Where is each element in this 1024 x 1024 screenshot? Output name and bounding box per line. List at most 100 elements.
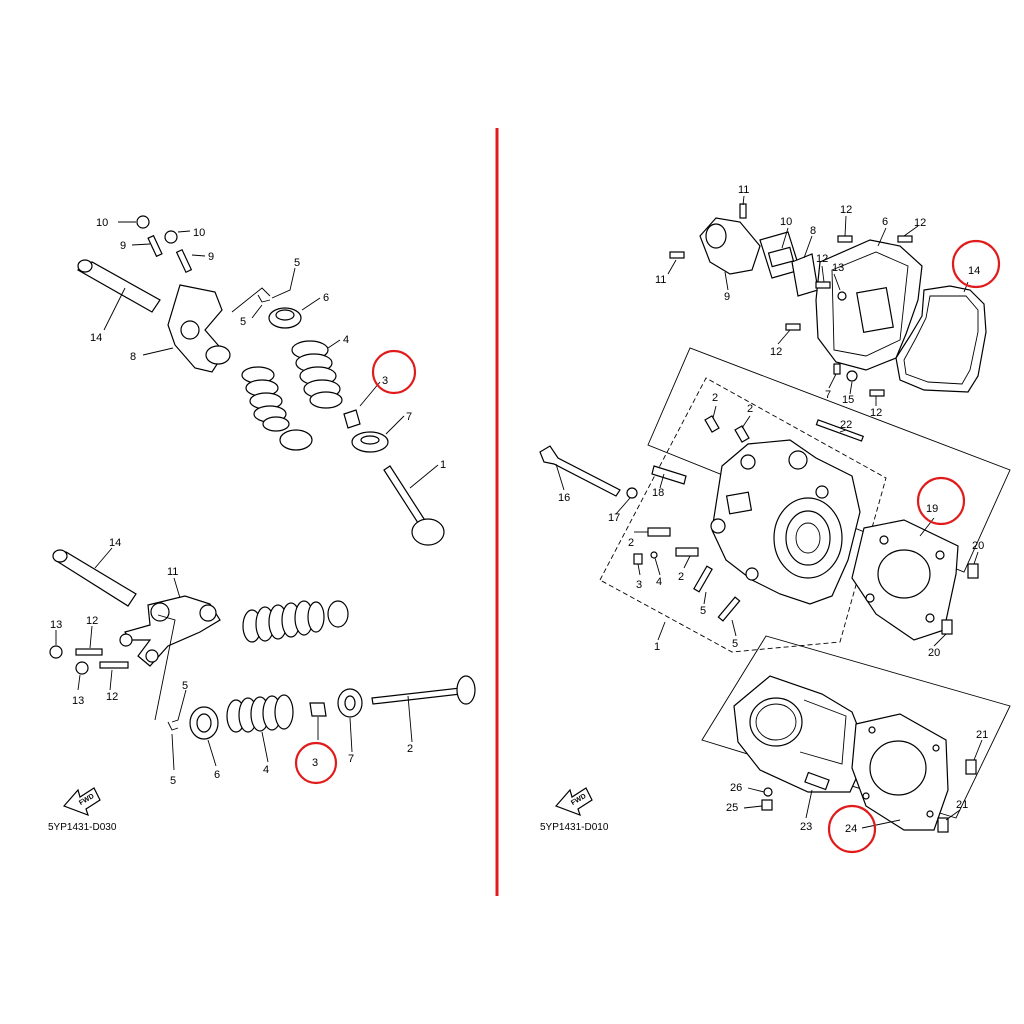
cylinder-head-dashed-box [599, 377, 887, 653]
right-diagram: 11 11 10 9 8 12 6 12 12 13 12 12 14 7 15… [539, 184, 1011, 854]
callout-2: 2 [747, 403, 753, 415]
stud-5-b [717, 596, 741, 622]
bolt-12-e [869, 389, 885, 397]
upper-rocker-group [76, 215, 445, 546]
thermostat-housing-9 [699, 217, 761, 275]
valve-spring-4-b [226, 694, 294, 733]
lower-rocker-group [49, 549, 476, 740]
highlight-circle-24 [827, 804, 877, 854]
callout-14: 14 [109, 537, 121, 549]
spark-plug-18 [651, 465, 687, 485]
callout-6: 6 [882, 216, 888, 228]
callout-19: 19 [926, 503, 938, 515]
highlight-circle-3 [294, 741, 338, 785]
callout-2: 2 [628, 537, 634, 549]
callout-24: 24 [845, 823, 857, 835]
callout-25: 25 [726, 802, 738, 814]
dowel-20-b [941, 619, 953, 635]
screw-12-b [99, 661, 129, 669]
callout-4: 4 [656, 576, 662, 588]
valve-seal-3 [343, 409, 361, 429]
bolt-25 [761, 799, 773, 811]
callout-15: 15 [842, 394, 854, 406]
callout-5: 5 [700, 605, 706, 617]
dowel-2-d [675, 547, 699, 557]
cylinder-head-1 [710, 439, 861, 605]
callout-8: 8 [810, 225, 816, 237]
bolt-11-a [739, 203, 747, 219]
callout-2: 2 [712, 392, 718, 404]
callout-5: 5 [170, 775, 176, 787]
callout-13: 13 [72, 695, 84, 707]
callout-11: 11 [655, 274, 666, 286]
bolt-12-d [785, 323, 801, 331]
callout-12: 12 [914, 217, 926, 229]
dowel-21-a [965, 759, 977, 775]
stud-16 [539, 445, 621, 497]
callout-23: 23 [800, 821, 812, 833]
bolt-11-b [669, 251, 685, 259]
upper-leaders [103, 221, 439, 489]
callout-12: 12 [816, 253, 828, 265]
dowel-21-b [937, 817, 949, 833]
bolt-22 [815, 419, 865, 442]
cover-gasket-14 [895, 285, 987, 393]
nut-13-b [75, 661, 89, 675]
callout-11: 11 [738, 184, 749, 196]
callout-13: 13 [832, 262, 844, 274]
callout-22: 22 [840, 419, 852, 431]
dowel-2-a [704, 415, 720, 433]
callout-14: 14 [90, 332, 102, 344]
callout-7: 7 [406, 411, 412, 423]
cylinder-23 [733, 675, 869, 793]
callout-10: 10 [96, 217, 108, 229]
callout-2: 2 [678, 571, 684, 583]
left-diagram: 10 10 9 9 14 8 5 5 6 4 3 7 1 14 11 13 12… [48, 215, 476, 833]
highlight-circle-3 [371, 349, 417, 395]
fwd-arrow-icon: FWD [62, 787, 101, 817]
bolt-7 [833, 363, 841, 375]
callout-12: 12 [770, 346, 782, 358]
callout-3: 3 [636, 579, 642, 591]
callout-8: 8 [130, 351, 136, 363]
washer-26 [763, 787, 773, 797]
highlight-circle-14 [951, 239, 1001, 289]
callout-17: 17 [608, 512, 620, 524]
valve-1 [383, 465, 427, 527]
callout-20: 20 [928, 647, 940, 659]
callout-20: 20 [972, 540, 984, 552]
callout-18: 18 [652, 487, 664, 499]
callout-12: 12 [106, 691, 118, 703]
valve-seal-3-b [309, 702, 327, 717]
washer-13 [837, 291, 847, 301]
callout-9: 9 [724, 291, 730, 303]
stud-5-a [693, 565, 713, 593]
lower-leaders [55, 547, 413, 771]
callout-9: 9 [120, 240, 126, 252]
callout-21: 21 [956, 799, 968, 811]
callout-9: 9 [208, 251, 214, 263]
o-ring-15 [846, 370, 858, 382]
screw-9-b [175, 248, 193, 274]
rocker-shaft-14-b [53, 551, 137, 607]
fwd-arrow-icon: FWD [554, 787, 593, 817]
diagram-code: 5YP1431-D030 [48, 822, 117, 833]
bolt-12-a [837, 235, 853, 243]
callout-3: 3 [312, 757, 318, 769]
highlight-circle-19 [916, 476, 966, 526]
callout-16: 16 [558, 492, 570, 504]
callout-13: 13 [50, 619, 62, 631]
callout-1: 1 [440, 459, 446, 471]
dowel-20-a [967, 563, 979, 579]
diagram-code: 5YP1431-D010 [540, 822, 609, 833]
callout-4: 4 [343, 334, 349, 346]
cylinder-gasket-24 [851, 713, 949, 831]
nut-10-a [136, 215, 150, 229]
callout-5: 5 [182, 680, 188, 692]
washer-17 [626, 487, 638, 499]
bolt-12-b [897, 235, 913, 243]
valve-2 [371, 687, 462, 705]
dowel-2-b [734, 425, 750, 443]
bolt-12-c [815, 281, 831, 289]
callout-12: 12 [870, 407, 882, 419]
